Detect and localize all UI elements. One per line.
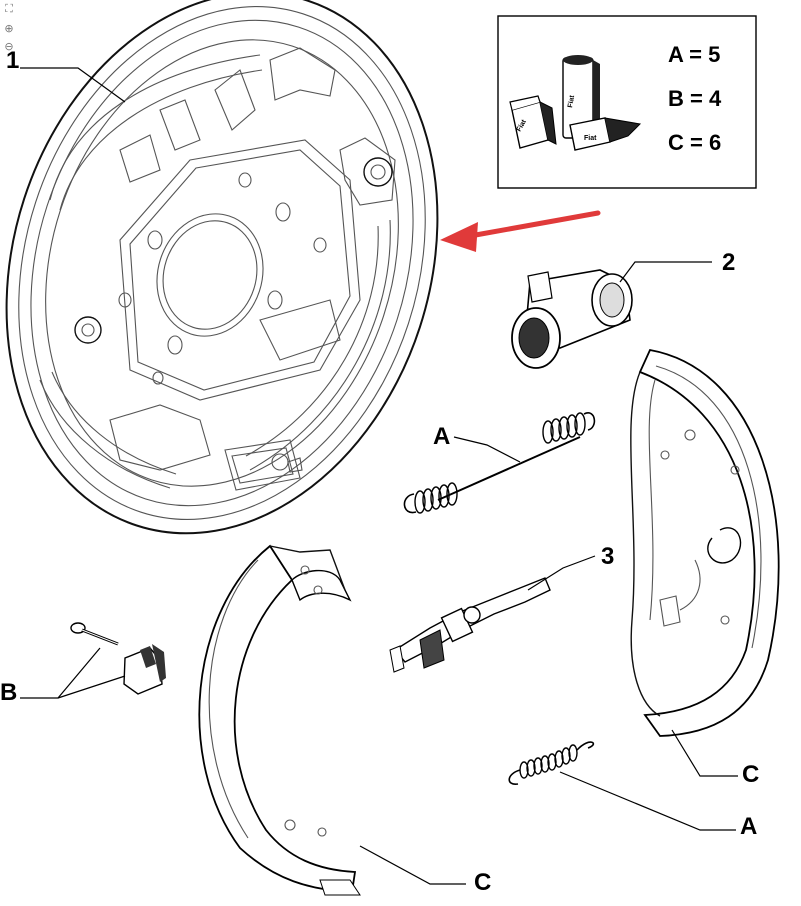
hold-down-pin-and-clip[interactable] (70, 622, 166, 695)
callout-label-c-right: C (742, 761, 759, 788)
wheel-cylinder[interactable] (511, 269, 633, 369)
fit-view-icon[interactable]: ⛶ (5, 2, 13, 15)
callout-label-c-left: C (474, 869, 491, 896)
packaging-boxes-icon: Fiat Fiat Fiat (509, 55, 642, 151)
zoom-in-icon[interactable]: ⊕ (4, 22, 14, 35)
leader-line-a-upper (453, 436, 521, 463)
lower-return-spring[interactable] (508, 741, 595, 785)
kit-row-c: C = 6 (668, 130, 721, 155)
callout-label-a-upper: A (433, 423, 450, 450)
callout-label-3: 3 (601, 543, 614, 570)
leader-line-2 (619, 261, 712, 283)
callout-label-b: B (0, 679, 17, 706)
leader-line-b-2 (57, 675, 126, 699)
upper-return-spring[interactable] (403, 412, 596, 514)
leader-line-1 (20, 67, 126, 103)
callout-label-a-lower: A (740, 813, 757, 840)
left-brake-shoe[interactable] (198, 544, 361, 896)
svg-text:Fiat: Fiat (584, 135, 597, 142)
leader-line-3 (527, 555, 596, 591)
svg-text:Fiat: Fiat (567, 94, 576, 108)
kit-row-a: A = 5 (668, 42, 720, 67)
kit-row-b: B = 4 (668, 86, 722, 111)
leader-line-c-right (671, 729, 738, 777)
leader-line-a-lower (559, 771, 736, 831)
right-brake-shoe[interactable] (630, 348, 780, 737)
red-pointer-arrow-icon (440, 210, 601, 252)
kit-quantity-legend: Fiat Fiat Fiat A = 5 B = 4 C = 6 (497, 15, 757, 189)
zoom-out-icon[interactable]: ⊖ (4, 40, 14, 53)
self-adjuster-strut[interactable] (389, 577, 551, 673)
backing-plate[interactable] (0, 0, 505, 590)
callout-label-2: 2 (722, 249, 735, 276)
leader-line-b (20, 647, 101, 699)
leader-line-c-left (359, 845, 466, 885)
callout-label-1: 1 (6, 47, 19, 74)
